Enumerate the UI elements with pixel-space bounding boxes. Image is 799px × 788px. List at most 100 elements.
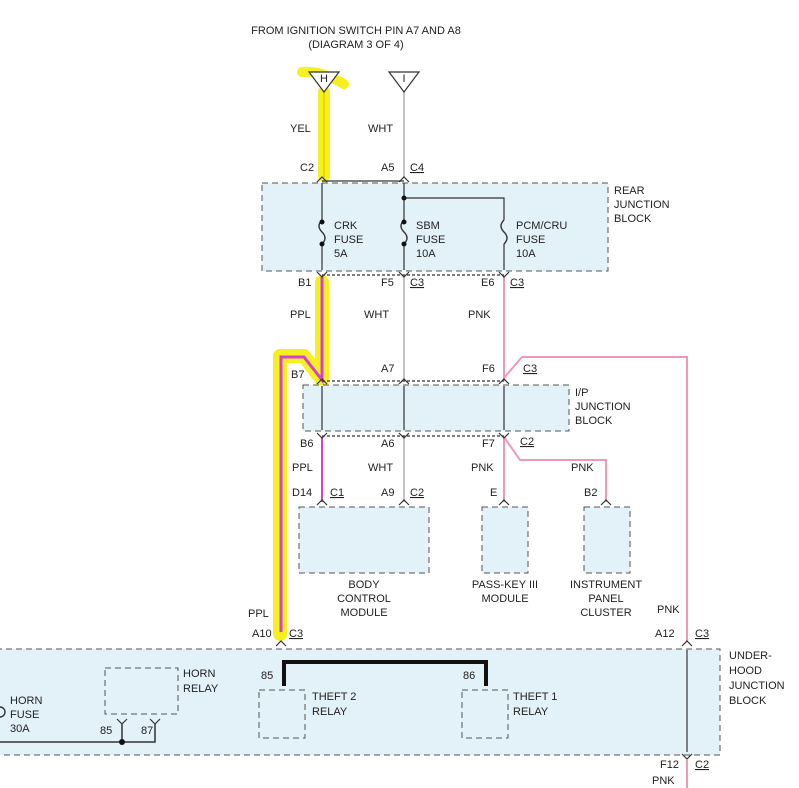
theft1-relay-box bbox=[461, 689, 509, 739]
top-connectors bbox=[307, 71, 421, 93]
theft1-line2: RELAY bbox=[513, 706, 549, 718]
theft2-line1: THEFT 2 bbox=[312, 691, 356, 703]
crk-fuse-line2: FUSE bbox=[334, 234, 363, 246]
pin-a5: A5 bbox=[381, 162, 394, 174]
wire-label-wht-low: WHT bbox=[368, 462, 393, 474]
chev-a5 bbox=[398, 176, 410, 183]
fuse-symbol-horn bbox=[0, 706, 6, 718]
wire-pnk-3 bbox=[503, 436, 607, 502]
fuse-symbol-pcm bbox=[500, 219, 508, 245]
connector-h-triangle bbox=[307, 71, 341, 93]
chev-a6 bbox=[398, 432, 410, 439]
internal-bus bbox=[321, 180, 688, 752]
splice-horn bbox=[119, 739, 125, 745]
horn-fuse-line2: FUSE bbox=[10, 709, 39, 721]
wire-label-ppl-mid: PPL bbox=[290, 309, 311, 321]
pin-f5: F5 bbox=[381, 277, 394, 289]
pin-a6: A6 bbox=[381, 438, 394, 450]
theft1-line1: THEFT 1 bbox=[513, 691, 557, 703]
ipc-box bbox=[583, 506, 631, 574]
rear-bus-h bbox=[404, 197, 505, 220]
fuse-symbols bbox=[0, 219, 508, 718]
uh-jb-line4: BLOCK bbox=[729, 695, 767, 707]
pin-c2-a9: C2 bbox=[410, 487, 424, 499]
crk-fuse-line3: 5A bbox=[334, 248, 348, 260]
chev-f12 bbox=[681, 753, 693, 760]
chev-f5 bbox=[398, 271, 410, 278]
connector-chevrons bbox=[116, 176, 693, 760]
connector-i-triangle bbox=[387, 71, 421, 93]
blocks-layer bbox=[0, 182, 721, 756]
connector-i-label: I bbox=[402, 73, 405, 85]
wire-theft-bar bbox=[282, 660, 488, 686]
wire-pnk-f6 bbox=[503, 356, 688, 642]
pin-a12: A12 bbox=[655, 628, 675, 640]
pin-c3-f5: C3 bbox=[410, 277, 424, 289]
wire-label-pnk-bottom: PNK bbox=[652, 775, 675, 787]
pin-a9: A9 bbox=[381, 487, 394, 499]
pin-c3-a12: C3 bbox=[695, 628, 709, 640]
pcm-fuse-line2: FUSE bbox=[516, 234, 545, 246]
uh-jb-line2: HOOD bbox=[729, 665, 762, 677]
chev-f6 bbox=[498, 378, 510, 385]
crk-fuse-line1: CRK bbox=[334, 220, 358, 232]
bcm-box bbox=[298, 506, 430, 574]
horn-relay-line2: RELAY bbox=[183, 683, 219, 695]
wire-label-pnk-ipc: PNK bbox=[571, 462, 594, 474]
splice-sbm-bot bbox=[401, 241, 407, 247]
pin-c2-top: C2 bbox=[300, 162, 314, 174]
chev-87-horn bbox=[149, 718, 161, 725]
pin-e: E bbox=[490, 487, 497, 499]
pin-c3-f6: C3 bbox=[523, 363, 537, 375]
pin-c2-f7: C2 bbox=[520, 436, 534, 448]
wire-label-wht-top: WHT bbox=[368, 123, 393, 135]
theft2-line2: RELAY bbox=[312, 706, 348, 718]
passkey-box bbox=[481, 506, 529, 574]
pin-a7: A7 bbox=[381, 363, 394, 375]
ipc-line2: PANEL bbox=[588, 593, 623, 605]
chev-e bbox=[498, 499, 510, 506]
pin-85-theft2: 85 bbox=[261, 670, 273, 682]
pin-a10: A10 bbox=[252, 628, 272, 640]
chev-a7 bbox=[398, 378, 410, 385]
text-layer: FROM IGNITION SWITCH PIN A7 AND A8 (DIAG… bbox=[10, 25, 785, 787]
wire-label-yel: YEL bbox=[290, 123, 311, 135]
ipc-line3: CLUSTER bbox=[580, 607, 631, 619]
bcm-line3: MODULE bbox=[340, 607, 387, 619]
fuse-symbol-crk bbox=[318, 219, 326, 245]
pin-c3-a10: C3 bbox=[289, 628, 303, 640]
pcm-fuse-line1: PCM/CRU bbox=[516, 220, 567, 232]
connector-h-label: H bbox=[320, 73, 328, 85]
chev-85-horn bbox=[116, 718, 128, 725]
chev-b2 bbox=[600, 499, 612, 506]
theft2-relay-box bbox=[258, 689, 306, 739]
horn-fuse-line1: HORN bbox=[10, 695, 42, 707]
pcm-fuse-line3: 10A bbox=[516, 248, 536, 260]
ip-jb-line2: JUNCTION bbox=[575, 401, 631, 413]
uh-jb-line3: JUNCTION bbox=[729, 680, 785, 692]
ipc-line1: INSTRUMENT bbox=[570, 579, 642, 591]
header-line2: (DIAGRAM 3 OF 4) bbox=[308, 39, 403, 51]
splice-sbm-top bbox=[401, 219, 407, 225]
ip-jb-line1: I/P bbox=[575, 387, 588, 399]
wire-label-ppl-left: PPL bbox=[248, 608, 269, 620]
wire-label-pnk-low: PNK bbox=[471, 462, 494, 474]
splice-dots bbox=[119, 195, 407, 745]
splice-bus bbox=[401, 195, 407, 201]
passkey-line1: PASS-KEY III bbox=[472, 579, 538, 591]
wire-horn-87 bbox=[122, 724, 156, 743]
header-line1: FROM IGNITION SWITCH PIN A7 AND A8 bbox=[251, 25, 461, 37]
wire-label-wht-mid: WHT bbox=[364, 309, 389, 321]
chev-d14 bbox=[316, 499, 328, 506]
splice-crk-bot bbox=[319, 241, 325, 247]
passkey-line2: MODULE bbox=[481, 593, 528, 605]
pin-b2: B2 bbox=[584, 487, 597, 499]
wire-label-pnk-right: PNK bbox=[657, 604, 680, 616]
bcm-line1: BODY bbox=[348, 579, 380, 591]
pin-b6: B6 bbox=[300, 438, 313, 450]
pin-e6: E6 bbox=[481, 277, 494, 289]
sbm-fuse-line2: FUSE bbox=[416, 234, 445, 246]
chev-b6 bbox=[316, 432, 328, 439]
